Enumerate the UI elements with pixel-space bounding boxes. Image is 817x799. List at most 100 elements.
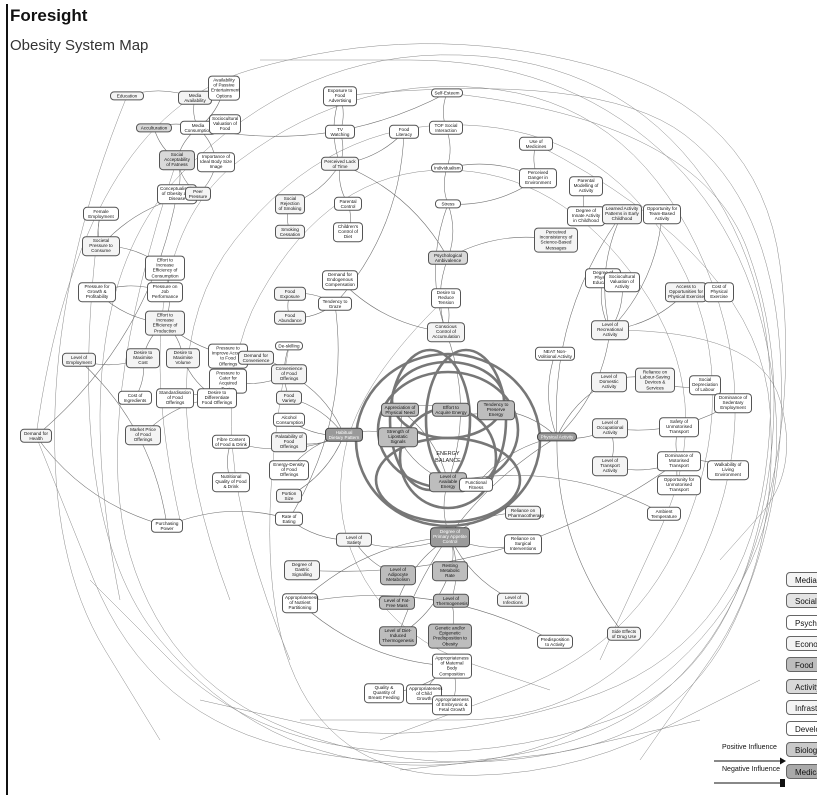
factor-node: Degree of Innate Activity in Childhood [567, 206, 605, 226]
background-link-curve [88, 59, 777, 766]
factor-node: Rate of Eating [275, 511, 303, 527]
factor-node: Education [110, 91, 144, 101]
background-link-curve [269, 345, 761, 776]
factor-node: Acculturation [136, 123, 172, 133]
factor-node: Resting Metabolic Rate [432, 561, 468, 581]
factor-node: Sociocultural Valuation of Food [209, 114, 241, 134]
factor-node: Stress [435, 199, 461, 209]
factor-node: Parental Modelling of Activity [569, 176, 603, 196]
factor-node: Reliance on Labour-Saving Devices & Serv… [635, 367, 675, 393]
factor-node: Tendency to Graze [318, 296, 352, 312]
factor-node: Predisposition to Activity [537, 634, 573, 650]
legend-item: Medical [786, 763, 817, 779]
factor-node: Psychological Ambivalence [428, 250, 468, 266]
factor-node: Desire to Maximise Volume [166, 348, 200, 368]
factor-node: Dominance of Sedentary Employment [714, 393, 752, 413]
factor-node: Importance of Ideal Body Size Image [197, 152, 235, 172]
factor-node: Level of Satiety [336, 532, 372, 548]
factor-node: Social Acceptability of Fatness [159, 150, 195, 170]
factor-node: Social Rejection of Smoking [275, 194, 305, 214]
influence-link [299, 536, 451, 604]
factor-node: Media Availability [178, 90, 212, 106]
factor-node: Food Literacy [389, 124, 419, 140]
factor-node: Desire to Reduce Tension [431, 288, 461, 308]
legend-item: Biological [786, 742, 817, 758]
factor-node: Social Depreciation of Labour [689, 375, 721, 395]
positive-influence-label: Positive Influence [722, 744, 777, 751]
influence-link [548, 353, 558, 438]
factor-node: Tendency to Preserve Energy [477, 400, 515, 420]
factor-node: Genetic and/or Epigenetic Predisposition… [428, 623, 472, 649]
factor-node: De-skilling [275, 341, 303, 351]
influence-link [609, 213, 663, 331]
legend-item: Food [786, 657, 817, 673]
legend-item: Activity [786, 678, 817, 694]
background-link-curve [339, 88, 782, 771]
factor-node: Pressure for Growth & Profitability [78, 282, 116, 302]
factor-node: Desire to Maximise Cost [126, 348, 160, 368]
factor-node: Peer Pressure [185, 186, 211, 202]
factor-node: Food Exposure [274, 286, 306, 302]
factor-node: Self-Esteem [431, 88, 463, 98]
factor-node: Level of Employment [62, 352, 96, 368]
background-link-curve [186, 124, 713, 741]
factor-node: Use of Medicines [519, 136, 553, 152]
factor-node: Functional Fitness [459, 477, 493, 493]
factor-node: Effort to Increase Efficiency of Product… [145, 310, 185, 336]
influence-link [556, 436, 625, 635]
influence-link [35, 435, 168, 527]
factor-node: Smoking Cessation [275, 224, 305, 240]
legend-item: Media [786, 572, 817, 587]
factor-node: Perceived Danger in Environment [519, 168, 557, 188]
influence-link [556, 213, 623, 438]
factor-node: Demand for Endogenous Compensation [322, 270, 358, 290]
factor-node: NEAT Non-Volitional Activity [535, 346, 575, 362]
factor-node: Market Price of Food Offerings [125, 425, 161, 445]
factor-node: Portion Size [276, 488, 302, 504]
factor-node: Effort to Increase Efficiency of Consump… [145, 255, 185, 281]
factor-node: Food Variety [276, 390, 302, 406]
factor-node: Opportunity for Team-Based Activity [643, 204, 681, 224]
factor-node: Level of Recreational Activity [591, 320, 629, 340]
factor-node: Cost of Physical Exercise [704, 282, 734, 302]
factor-node: Purchasing Power [151, 518, 183, 534]
left-divider [6, 4, 8, 795]
factor-node: Sociocultural Valuation of Activity [604, 272, 640, 292]
influence-link [447, 475, 665, 515]
background-link-curve [54, 95, 161, 741]
background-link-curve [609, 329, 787, 561]
factor-node: Societal Pressure to Consume [82, 236, 120, 256]
legend-item: Infrastructure [786, 699, 817, 715]
influence-link [339, 163, 449, 259]
factor-node: Dominance of Motorised Transport [657, 451, 701, 471]
factor-node: Alcohol Consumption [273, 412, 305, 428]
factor-node: Reliance on Pharmacotherapy [505, 505, 544, 521]
factor-node: Food Abundance [274, 310, 306, 326]
factor-node: Learned Activity Patterns in Early Child… [602, 204, 642, 224]
factor-node: Desire to Differentiate Food Offerings [197, 388, 237, 408]
factor-node: Ambient Temperature [647, 506, 681, 522]
factor-node: Level of Thermogenesis [433, 593, 469, 609]
factor-node: Opportunity for Unmotorised Transport [657, 475, 701, 495]
factor-node: Pressure on Job Performance [147, 282, 183, 302]
influence-link [288, 303, 339, 520]
factor-node: Parental Control [334, 196, 362, 212]
factor-node: Conscious Control of Accumulation [427, 322, 465, 342]
influence-link [35, 193, 178, 437]
influence-link [299, 602, 453, 667]
factor-node: Degree of Primary Appetite Control [430, 527, 470, 547]
factor-node: Female Employment [83, 206, 119, 222]
energy-balance-ring [374, 436, 522, 524]
factor-node: Appropriateness of Nutrient Partitioning [282, 593, 318, 613]
factor-node: Habitual Dietary Pattern [325, 427, 363, 443]
background-link-curve [35, 43, 786, 764]
legend-item: Development [786, 721, 817, 737]
negative-influence-bar-icon [714, 779, 785, 787]
factor-node: Demand for Convenience [238, 350, 274, 366]
factor-node: Fibre Content of Food & Drink [212, 434, 250, 450]
legend-item: Economics [786, 635, 817, 651]
factor-node: Reliance on Surgical Interventions [504, 534, 542, 554]
factor-node: Children's Control of Diet [333, 222, 363, 242]
factor-node: Individualism [431, 163, 463, 173]
